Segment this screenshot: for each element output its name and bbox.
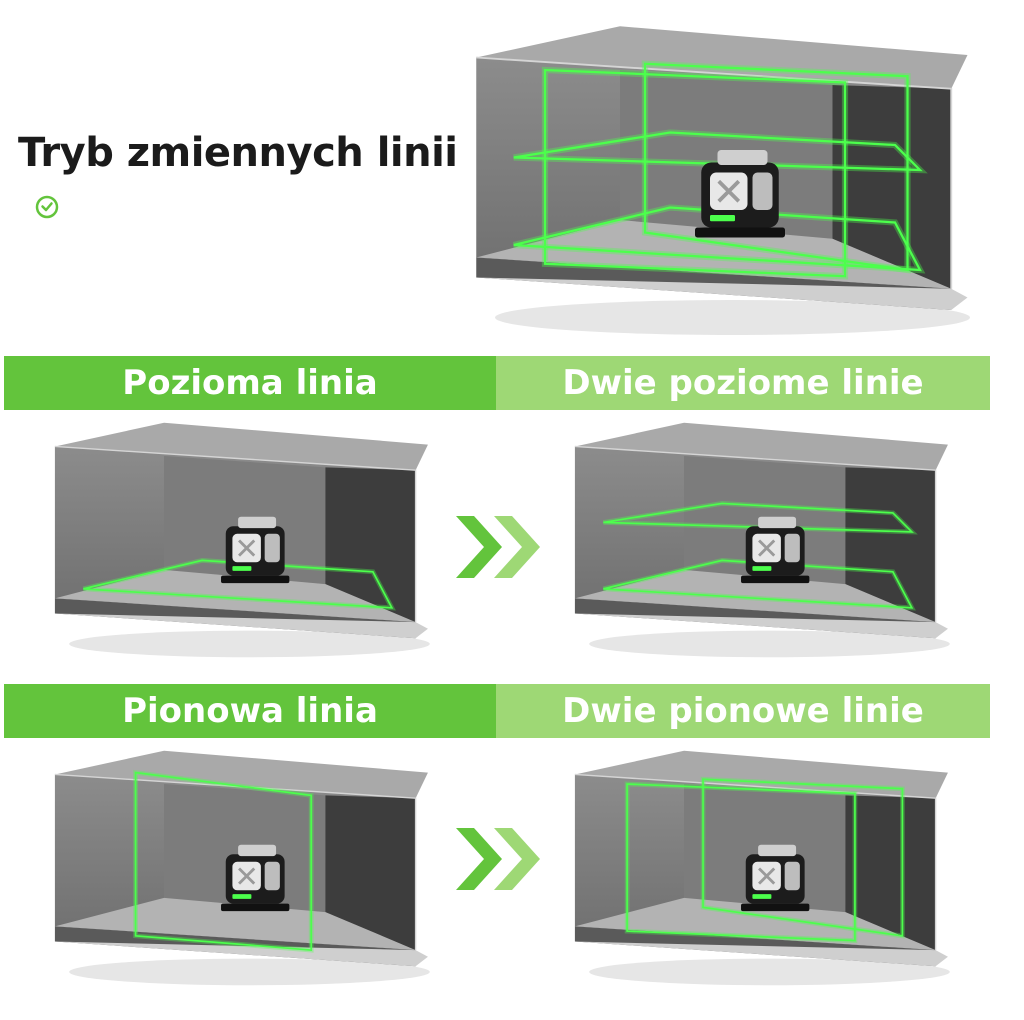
device-base: [741, 903, 810, 912]
laser-vertical-b: [643, 62, 909, 272]
scene-two-horizontal: [574, 422, 950, 658]
laser-horizontal-low: [513, 206, 922, 272]
device-lens-mark: [238, 539, 256, 557]
device-window-side: [264, 533, 280, 563]
device-led: [232, 894, 252, 899]
laser-vertical-b: [702, 778, 904, 937]
device-top: [238, 844, 277, 857]
check-circle-icon: [35, 195, 59, 219]
room-top: [574, 422, 948, 471]
device-window-side: [784, 861, 800, 891]
room-base-top: [54, 941, 428, 967]
band-label-one-vertical: Pionowa linia: [4, 684, 496, 738]
laser-level-device: [221, 844, 290, 912]
room-base-top: [54, 613, 428, 639]
scene-two-vertical: [574, 750, 950, 986]
laser-horizontal-low: [603, 559, 914, 609]
room-edge: [574, 445, 937, 623]
room-floor: [574, 569, 936, 623]
band-label-one-horizontal: Pozioma linia: [4, 356, 496, 410]
room-right-wall: [845, 795, 936, 951]
device-led: [752, 894, 772, 899]
laser-horizontal-low: [83, 559, 394, 609]
laser-level-device: [741, 516, 810, 584]
page-title: Tryb zmiennych linii: [18, 130, 458, 176]
laser-vertical-a: [543, 68, 847, 278]
device-base: [221, 903, 290, 912]
scene-one-horizontal: [54, 422, 430, 658]
device-top: [238, 516, 277, 529]
mode-band-vertical: Pionowa linia Dwie pionowe linie: [4, 684, 990, 738]
room-base-top: [574, 613, 948, 639]
device-top: [758, 844, 797, 857]
device-base: [221, 575, 290, 584]
double-chevron-right-icon: [456, 828, 540, 890]
laser-horizontal-high: [603, 502, 915, 533]
device-base: [741, 575, 810, 584]
device-lens-mark: [758, 867, 776, 885]
room-floor: [54, 569, 416, 623]
device-led: [752, 566, 772, 571]
room-edge: [574, 773, 937, 951]
laser-level-device: [695, 150, 785, 238]
room-right-wall: [845, 467, 936, 623]
scene-one-vertical: [54, 750, 430, 986]
device-window-side: [784, 533, 800, 563]
room-floor: [574, 897, 936, 951]
band-label-two-vertical: Dwie pionowe linie: [496, 684, 990, 738]
laser-vertical-a: [626, 783, 856, 942]
room-base-top: [476, 277, 968, 310]
room-top: [54, 750, 428, 799]
double-chevron-right-icon: [456, 516, 540, 578]
room-base-top: [574, 941, 948, 967]
room-edge: [54, 445, 417, 623]
room-right-wall: [325, 467, 416, 623]
room-shadow: [495, 300, 970, 335]
device-top: [717, 150, 768, 165]
room-right-wall: [832, 85, 952, 289]
device-window-side: [264, 861, 280, 891]
room-shadow: [69, 958, 430, 986]
room-shadow: [589, 958, 950, 986]
room-floor: [476, 220, 952, 289]
laser-level-device: [221, 516, 290, 584]
device-led: [710, 215, 735, 222]
laser-level-device: [741, 844, 810, 912]
device-lens-mark: [238, 867, 256, 885]
laser-vertical: [134, 771, 313, 952]
room-edge: [476, 56, 953, 289]
room-right-wall: [325, 795, 416, 951]
device-lens-mark: [717, 179, 741, 203]
room-shadow: [589, 630, 950, 658]
device-top: [758, 516, 797, 529]
scene-all-lines: [476, 26, 970, 335]
device-base: [695, 227, 785, 238]
device-lens-mark: [758, 539, 776, 557]
device-led: [232, 566, 252, 571]
room-edge: [54, 773, 417, 951]
band-label-two-horizontal: Dwie poziome linie: [496, 356, 990, 410]
room-shadow: [69, 630, 430, 658]
laser-horizontal-high: [513, 131, 923, 172]
room-top: [54, 422, 428, 471]
device-window-side: [752, 172, 773, 210]
mode-band-horizontal: Pozioma linia Dwie poziome linie: [4, 356, 990, 410]
room-floor: [54, 897, 416, 951]
